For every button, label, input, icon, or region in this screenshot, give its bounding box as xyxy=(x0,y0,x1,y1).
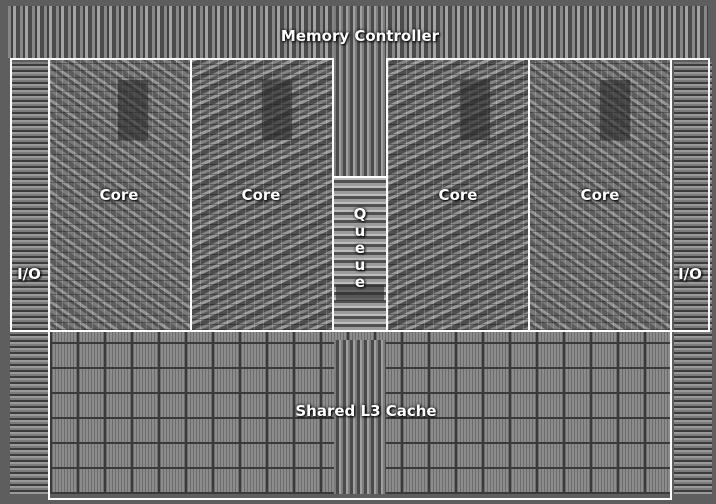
l3-cache-label: Shared L3 Cache xyxy=(295,402,437,420)
queue-label-letter: Q xyxy=(353,205,367,223)
core-3-texture xyxy=(388,60,528,330)
queue-texture xyxy=(334,178,386,330)
center-column-texture xyxy=(334,6,386,178)
io-right-label: I/O xyxy=(678,265,702,283)
io-left-label: I/O xyxy=(17,265,41,283)
queue-label-letter: e xyxy=(354,273,366,291)
cache-center-texture xyxy=(334,340,386,494)
io-right-texture xyxy=(674,62,712,494)
core-3-dark-block xyxy=(460,80,490,140)
queue-label-letter: u xyxy=(354,256,366,274)
io-left-texture xyxy=(10,62,48,494)
core-4-label: Core xyxy=(580,186,620,204)
queue-label-letter: e xyxy=(354,239,366,257)
core-3-label: Core xyxy=(438,186,478,204)
core-1-label: Core xyxy=(99,186,139,204)
l3-cache-outline xyxy=(48,330,672,500)
core-4-texture xyxy=(529,60,670,330)
core-1-dark-block xyxy=(118,80,148,140)
memory-controller-label: Memory Controller xyxy=(280,27,440,45)
queue-label-letter: u xyxy=(354,222,366,240)
queue-dark-band xyxy=(336,285,384,301)
core-4-dark-block xyxy=(600,80,630,140)
core-2-dark-block xyxy=(262,80,292,140)
core-2-label: Core xyxy=(241,186,281,204)
